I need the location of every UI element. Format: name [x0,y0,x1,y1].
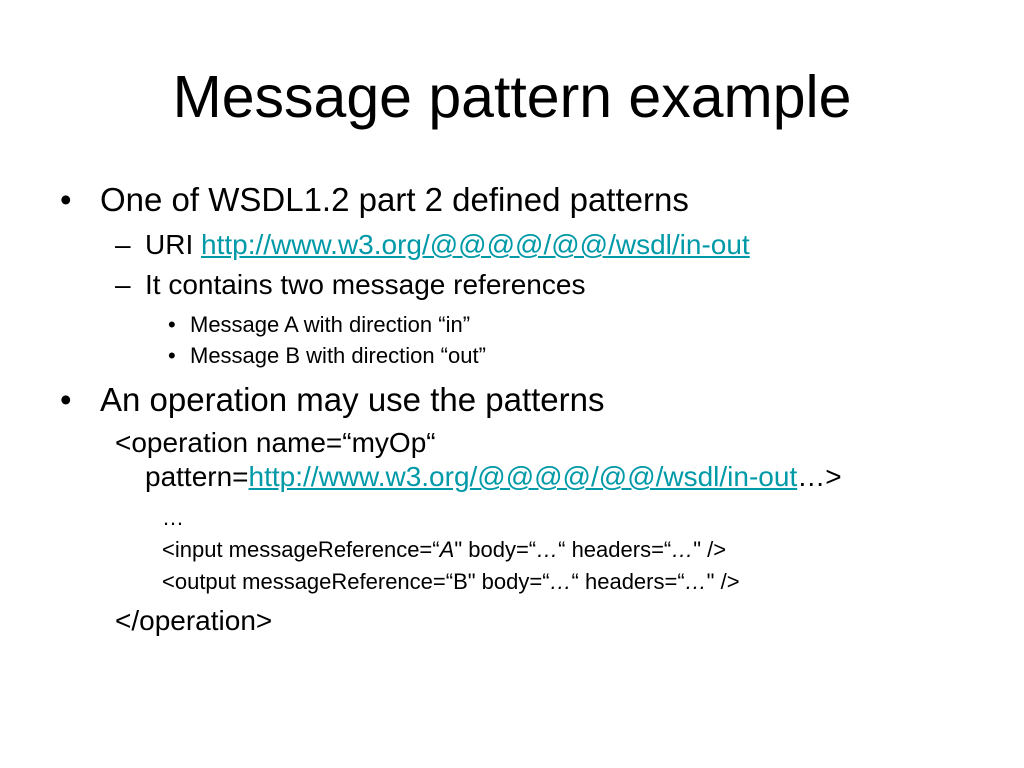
bullet-marker: • [60,181,72,218]
code-text: <input messageReference=“ [162,537,440,562]
code-pattern-prefix: pattern= [145,461,249,492]
code-text: “ headers=“ [558,537,672,562]
pattern-link[interactable]: http://www.w3.org/@@@@/@@/wsdl/in-out [248,461,798,492]
bullet-one-of-wsdl: One of WSDL1.2 part 2 defined patterns [100,181,689,218]
code-text: " /> [706,569,740,594]
code-operation-close: </operation> [115,605,273,636]
code-input-headers: … [671,537,694,562]
code-ellipsis: … [162,505,184,530]
code-text: <output messageReference=“B" body=“ [162,569,550,594]
message-b-direction: Message B with direction “out” [190,343,486,368]
bullet-marker: • [168,312,176,337]
bullet-operation-may-use: An operation may use the patterns [100,381,605,418]
uri-link[interactable]: http://www.w3.org/@@@@/@@/wsdl/in-out [201,229,750,260]
contains-two-references: It contains two message references [145,269,586,300]
code-text: " /> [693,537,727,562]
bullet-marker: • [168,343,176,368]
code-output-body: … [549,569,572,594]
dash-marker: – [115,229,131,260]
code-operation-open: <operation name=“myOp“ [115,427,436,458]
code-input-ref: A [439,537,455,562]
code-text: “ headers=“ [571,569,685,594]
code-output-headers: … [684,569,707,594]
code-pattern-line: pattern=http://www.w3.org/@@@@/@@/wsdl/i… [145,460,842,494]
code-input-line: <input messageReference=“A" body=“…“ hea… [162,536,726,564]
bullet-marker: • [60,381,72,418]
code-pattern-suffix: …> [797,461,842,492]
message-a-direction: Message A with direction “in” [190,312,471,337]
code-input-body: … [536,537,559,562]
code-text: " body=“ [454,537,537,562]
uri-line: URI http://www.w3.org/@@@@/@@/wsdl/in-ou… [145,228,750,262]
slide-title: Message pattern example [172,64,852,130]
dash-marker: – [115,269,131,300]
uri-prefix: URI [145,229,201,260]
code-output-line: <output messageReference=“B" body=“…“ he… [162,568,740,596]
